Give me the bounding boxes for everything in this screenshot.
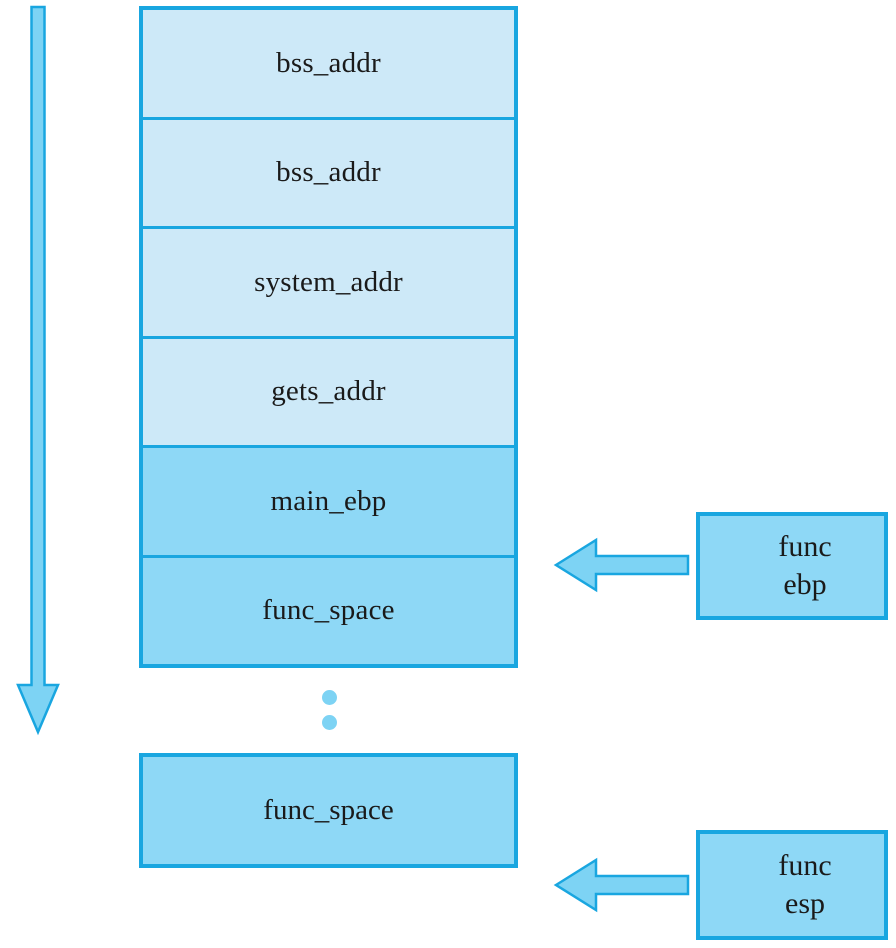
func-esp-pointer-arrow-icon — [553, 857, 690, 913]
stack-cell-label: bss_addr — [276, 156, 381, 189]
stack-cell: system_addr — [143, 229, 514, 339]
stack-cell: gets_addr — [143, 338, 514, 448]
vertical-ellipsis-icon — [322, 688, 340, 738]
detached-block-label: func_space — [263, 794, 394, 826]
stack-cell: bss_addr — [143, 10, 514, 120]
stack-cell: bss_addr — [143, 119, 514, 229]
stack-growth-arrow — [16, 5, 60, 736]
func-esp-callout: func esp — [696, 830, 888, 940]
func-esp-line-1: func — [778, 848, 832, 882]
func-esp-line-2: esp — [785, 887, 825, 920]
stack-cell: main_ebp — [143, 448, 514, 558]
stack-cell-label: gets_addr — [271, 375, 386, 408]
stack-cell-label: bss_addr — [276, 46, 381, 79]
ellipsis-dot — [322, 715, 337, 730]
func-ebp-callout: func ebp — [696, 512, 888, 620]
func-ebp-line-1: func — [778, 529, 832, 563]
stack-cell-label: main_ebp — [270, 484, 387, 517]
stack-frame: bss_addr bss_addr system_addr gets_addr … — [139, 6, 518, 668]
func-ebp-line-2: ebp — [783, 568, 827, 601]
stack-cell: func_space — [143, 557, 514, 664]
stack-cell-label: func_space — [262, 594, 395, 627]
ellipsis-dot — [322, 690, 337, 705]
detached-stack-block: func_space — [139, 753, 518, 868]
stack-cell-label: system_addr — [254, 265, 403, 298]
func-ebp-pointer-arrow-icon — [553, 537, 690, 593]
